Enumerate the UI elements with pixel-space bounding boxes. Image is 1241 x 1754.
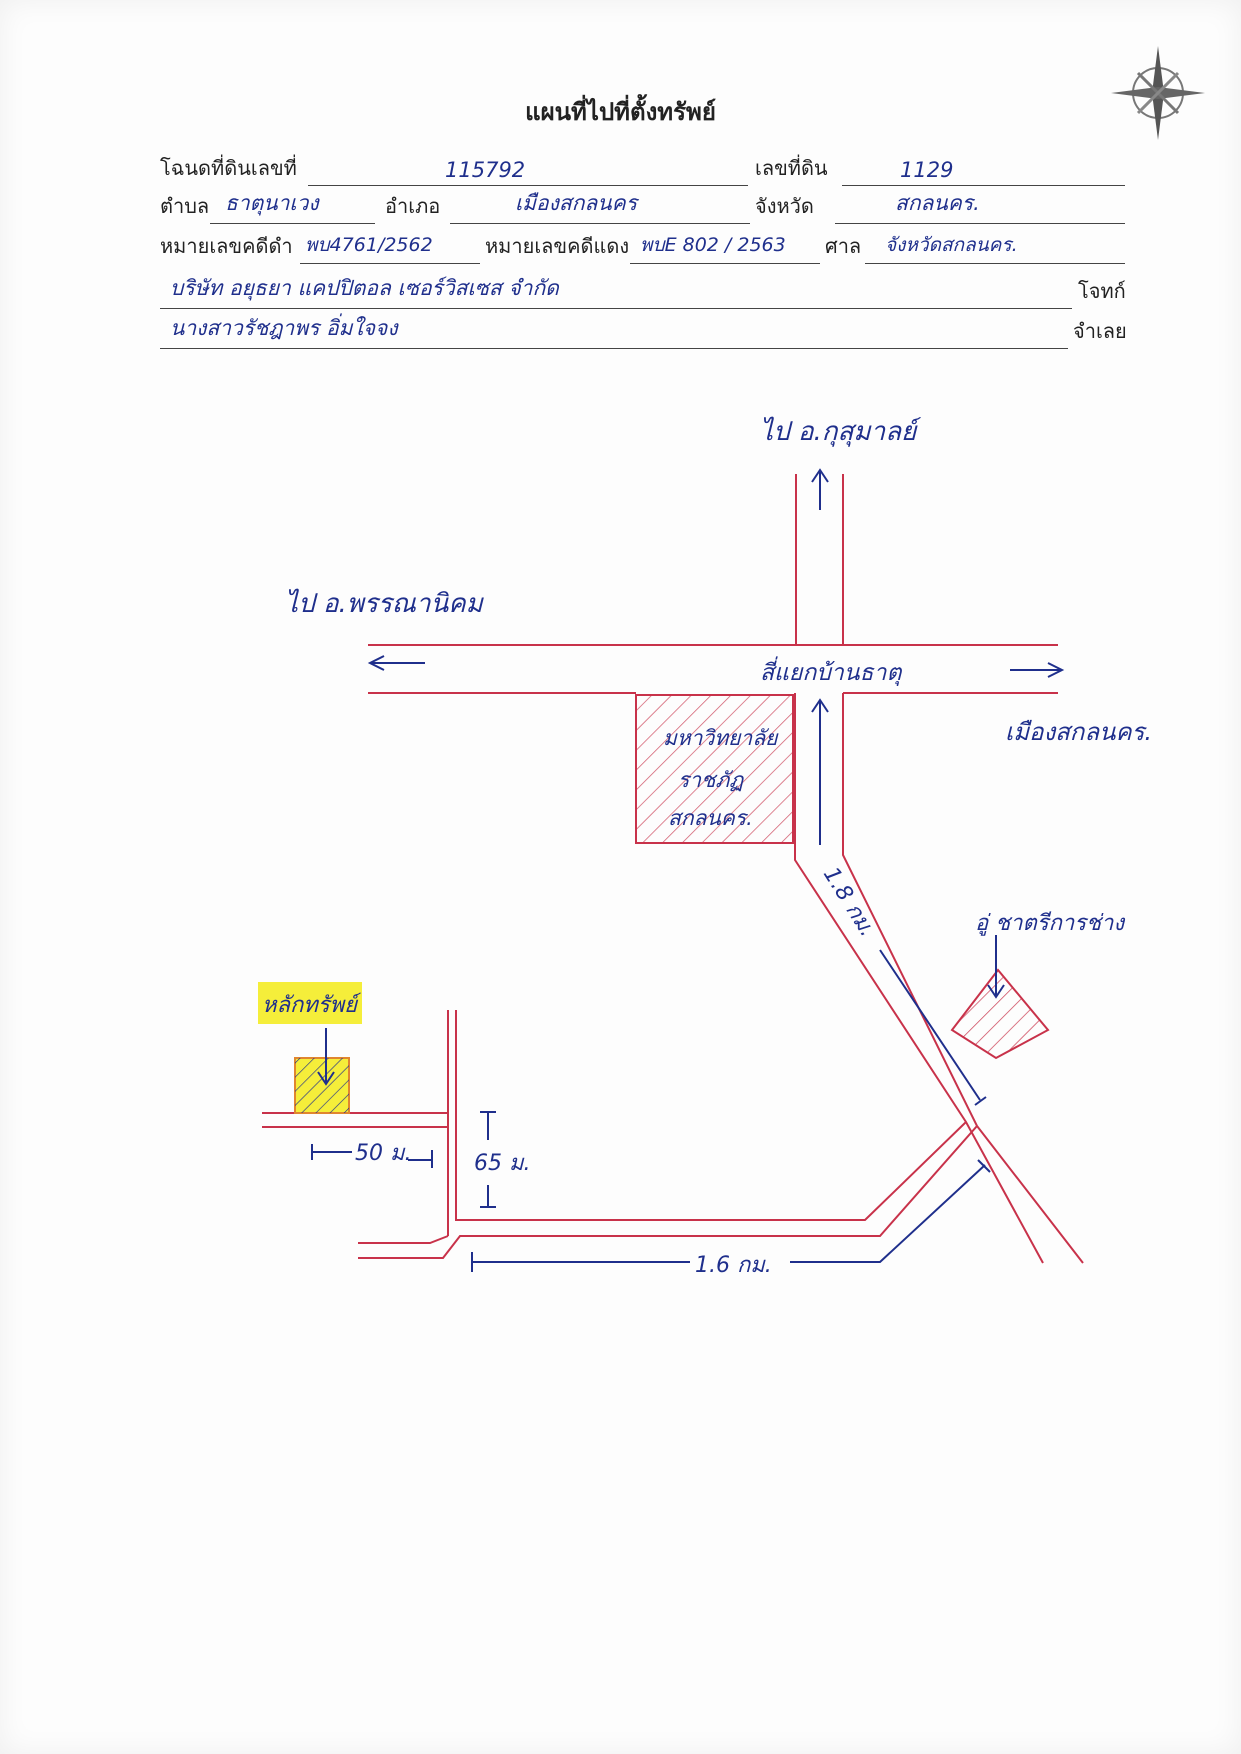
court-label: ศาล [825,234,862,258]
deed-row: โฉนดที่ดินเลขที่ 115792 เลขที่ดิน 1129 [160,150,1125,188]
label-property: หลักทรัพย์ [262,992,362,1018]
subdistrict-value: ธาตุนาเวง [225,191,319,215]
deed-label: โฉนดที่ดินเลขที่ [160,156,297,180]
red-case-underline [630,263,820,264]
property-arrowhead [317,1071,335,1086]
defendant-underline [160,348,1068,349]
university-hatch [636,695,793,843]
diagonal-road-right-edge [842,693,1084,1264]
district-underline [450,223,750,224]
black-case-value: พบ4761/2562 [305,234,433,256]
district-value: เมืองสกลนคร [515,191,637,215]
property-hatch [295,1058,349,1113]
north-arrowhead [811,468,829,483]
label-university-line3: สกลนคร. [668,806,753,830]
side-road-corner [358,1235,449,1244]
label-dist-diag: 1.8 กม. [818,863,880,941]
black-case-underline [300,263,480,264]
junction-arrowhead [811,698,829,713]
south-road-bottom-edge [358,1125,978,1259]
label-shop: อู่ ชาตรีการช่าง [975,911,1126,936]
label-dist-road: 1.6 กม. [695,1253,772,1278]
black-case-label: หมายเลขคดีดำ [160,234,293,258]
diag-distance-line [879,949,981,1101]
road-measure-right-tick [977,1159,991,1173]
label-to-east: เมืองสกลนคร. [1005,718,1152,746]
label-dist-west: 50 ม. [355,1141,411,1166]
red-case-value: พบE 802 / 2563 [640,234,786,256]
location-row: ตำบล ธาตุนาเวง อำเภอ เมืองสกลนคร จังหวัด… [160,188,1125,226]
defendant-value: นางสาวรัชฎาพร อิ่มใจจง [170,316,398,340]
land-no-label: เลขที่ดิน [755,156,828,180]
subdistrict-underline [210,223,375,224]
west-arrowhead [367,655,385,671]
province-label: จังหวัด [755,194,814,218]
property-highlight [258,982,362,1024]
land-no-underline [842,185,1125,186]
road-measure-right [790,1164,986,1263]
court-value: จังหวัดสกลนคร. [885,234,1018,256]
red-case-label: หมายเลขคดีแดง [485,234,630,258]
shop-arrowhead [987,984,1005,999]
annotation-lines [311,468,1065,1272]
page-title: แผนที่ไปที่ตั้งทรัพย์ [525,97,716,126]
case-row: หมายเลขคดีดำ พบ4761/2562 หมายเลขคดีแดง พ… [160,228,1125,266]
diag-distance-tick [974,1096,987,1106]
defendant-row: นางสาวรัชฎาพร อิ่มใจจง จำเลย [160,313,1127,351]
shop-hatch [952,970,1048,1058]
plaintiff-underline [160,308,1072,309]
deed-underline [308,185,748,186]
label-junction: สี่แยกบ้านธาตุ [760,656,902,686]
province-underline [835,223,1125,224]
defendant-label: จำเลย [1073,319,1127,343]
court-underline [865,263,1125,264]
label-to-west: ไป อ.พรรณานิคม [285,588,485,619]
label-to-north: ไป อ.กุสุมาลย์ [760,416,921,447]
deed-value: 115792 [445,158,526,182]
label-university-line1: มหาวิทยาลัย [663,726,779,750]
compass-icon [1108,38,1208,152]
east-arrowhead [1047,662,1065,678]
plaintiff-value: บริษัท อยุธยา แคปปิตอล เซอร์วิสเซส จำกัด [170,276,559,300]
plaintiff-row: บริษัท อยุธยา แคปปิตอล เซอร์วิสเซส จำกัด… [160,273,1126,311]
province-value: สกลนคร. [895,191,980,215]
subdistrict-label: ตำบล [160,194,210,218]
label-dist-side: 65 ม. [474,1151,530,1176]
label-university-line2: ราชภัฏ [678,768,745,792]
south-road-top-edge [455,1010,967,1221]
land-no-value: 1129 [900,158,954,182]
district-label: อำเภอ [385,194,441,218]
diagonal-road-left-edge [794,693,1044,1264]
plaintiff-label: โจทก์ [1078,279,1126,303]
